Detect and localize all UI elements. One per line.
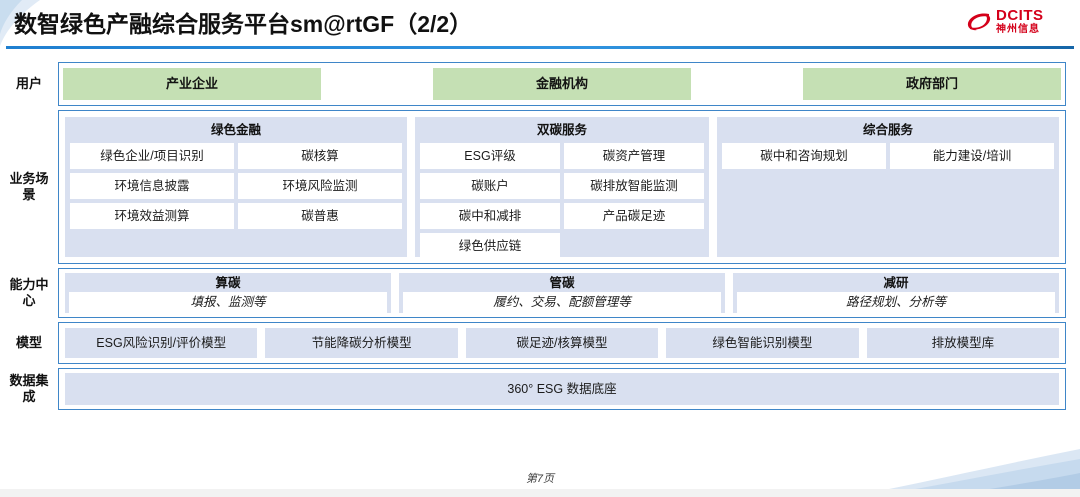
bottom-strip xyxy=(0,489,1080,497)
data-foundation-item[interactable]: 360° ESG 数据底座 xyxy=(65,373,1059,405)
row-label-scenario: 业务场景 xyxy=(9,171,49,202)
scenario-group-comprehensive: 综合服务 碳中和咨询规划 能力建设/培训 xyxy=(717,117,1059,257)
scenario-group-title: 绿色金融 xyxy=(210,123,261,137)
scenario-item[interactable]: 碳普惠 xyxy=(238,203,402,229)
row-body-model: ESG风险识别/评价模型 节能降碳分析模型 碳足迹/核算模型 绿色智能识别模型 … xyxy=(58,322,1066,364)
model-item[interactable]: 节能降碳分析模型 xyxy=(265,328,458,358)
row-body-capability: 算碳 填报、监测等 管碳 履约、交易、配额管理等 减研 路径规划、分析等 xyxy=(58,268,1066,318)
scenario-item[interactable]: 环境效益测算 xyxy=(70,203,234,229)
scenario-item[interactable]: 碳中和减排 xyxy=(420,203,560,229)
model-item[interactable]: ESG风险识别/评价模型 xyxy=(65,328,258,358)
logo-cn-text: 神州信息 xyxy=(996,24,1040,35)
scenario-item[interactable]: ESG评级 xyxy=(420,143,560,169)
scenario-item[interactable]: 绿色企业/项目识别 xyxy=(70,143,234,169)
row-body-scenario: 绿色金融 绿色企业/项目识别 碳核算 环境信息披露 环境风险监测 环境效益测算 … xyxy=(58,110,1066,264)
capability-group-manage-carbon: 管碳 履约、交易、配额管理等 xyxy=(399,273,725,313)
capability-group-calc-carbon: 算碳 填报、监测等 xyxy=(65,273,391,313)
user-box-list: 产业企业 金融机构 政府部门 xyxy=(63,68,1061,100)
capability-group-subtitle[interactable]: 填报、监测等 xyxy=(69,292,387,313)
scenario-group-green-finance: 绿色金融 绿色企业/项目识别 碳核算 环境信息披露 环境风险监测 环境效益测算 … xyxy=(65,117,407,257)
scenario-item[interactable]: 碳排放智能监测 xyxy=(564,173,704,199)
title-bar: 数智绿色产融综合服务平台sm@rtGF（2/2） DCITS 神州信息 xyxy=(0,0,1080,49)
user-box[interactable]: 政府部门 xyxy=(803,68,1061,100)
logo-text: DCITS 神州信息 xyxy=(996,8,1044,36)
scenario-group-title: 双碳服务 xyxy=(536,123,587,137)
scenario-item[interactable]: 绿色供应链 xyxy=(420,233,560,259)
title-divider xyxy=(6,46,1074,49)
logo-en-text: DCITS xyxy=(996,7,1044,24)
row-capability: 能力中心 算碳 填报、监测等 管碳 履约、交易、配额管理等 减研 路径规划、分析… xyxy=(0,268,1080,318)
scenario-item[interactable]: 能力建设/培训 xyxy=(890,143,1054,169)
row-label-model: 模型 xyxy=(15,335,42,350)
row-label-data-integration: 数据集成 xyxy=(9,373,49,404)
scenario-item-list: ESG评级 碳资产管理 碳账户 碳排放智能监测 碳中和减排 产品碳足迹 绿色供应… xyxy=(420,143,704,259)
row-label-capability: 能力中心 xyxy=(9,277,49,308)
scenario-item[interactable]: 碳核算 xyxy=(238,143,402,169)
row-user: 用户 产业企业 金融机构 政府部门 xyxy=(0,62,1080,106)
row-body-data-integration: 360° ESG 数据底座 xyxy=(58,368,1066,410)
scenario-item[interactable]: 环境信息披露 xyxy=(70,173,234,199)
row-body-user: 产业企业 金融机构 政府部门 xyxy=(58,62,1066,106)
scenario-group-title: 综合服务 xyxy=(862,123,913,137)
scenario-item[interactable]: 碳账户 xyxy=(420,173,560,199)
model-item[interactable]: 碳足迹/核算模型 xyxy=(465,328,659,358)
capability-group-reduce-research: 减研 路径规划、分析等 xyxy=(733,273,1059,313)
row-model: 模型 ESG风险识别/评价模型 节能降碳分析模型 碳足迹/核算模型 绿色智能识别… xyxy=(0,322,1080,364)
capability-group-title: 算碳 xyxy=(215,276,241,290)
user-box[interactable]: 产业企业 xyxy=(63,68,321,100)
capability-group-title: 管碳 xyxy=(549,276,575,290)
model-item[interactable]: 绿色智能识别模型 xyxy=(666,328,859,358)
user-box[interactable]: 金融机构 xyxy=(433,68,691,100)
scenario-item[interactable]: 碳中和咨询规划 xyxy=(722,143,886,169)
dcits-logo: DCITS 神州信息 xyxy=(966,6,1070,40)
scenario-item-list: 绿色企业/项目识别 碳核算 环境信息披露 环境风险监测 环境效益测算 碳普惠 xyxy=(70,143,402,229)
row-label-user: 用户 xyxy=(15,76,42,91)
page-title: 数智绿色产融综合服务平台sm@rtGF（2/2） xyxy=(14,11,473,37)
row-scenario: 业务场景 绿色金融 绿色企业/项目识别 碳核算 环境信息披露 环境风险监测 环境… xyxy=(0,110,1080,264)
scenario-item[interactable]: 产品碳足迹 xyxy=(564,203,704,229)
architecture-diagram: 用户 产业企业 金融机构 政府部门 业务场景 绿色金融 绿色企业/项目识别 碳核… xyxy=(0,62,1080,414)
row-data-integration: 数据集成 360° ESG 数据底座 xyxy=(0,368,1080,410)
capability-group-title: 减研 xyxy=(883,276,909,290)
scenario-item[interactable]: 碳资产管理 xyxy=(564,143,704,169)
dcits-swirl-icon xyxy=(966,10,992,34)
model-item[interactable]: 排放模型库 xyxy=(866,328,1060,358)
scenario-item-list: 碳中和咨询规划 能力建设/培训 xyxy=(722,143,1054,169)
capability-group-subtitle[interactable]: 路径规划、分析等 xyxy=(737,292,1055,313)
scenario-group-dual-carbon: 双碳服务 ESG评级 碳资产管理 碳账户 碳排放智能监测 碳中和减排 产品碳足迹… xyxy=(415,117,709,259)
scenario-item[interactable]: 环境风险监测 xyxy=(238,173,402,199)
page-number: 第7页 xyxy=(525,473,555,485)
capability-group-subtitle[interactable]: 履约、交易、配额管理等 xyxy=(403,292,721,313)
